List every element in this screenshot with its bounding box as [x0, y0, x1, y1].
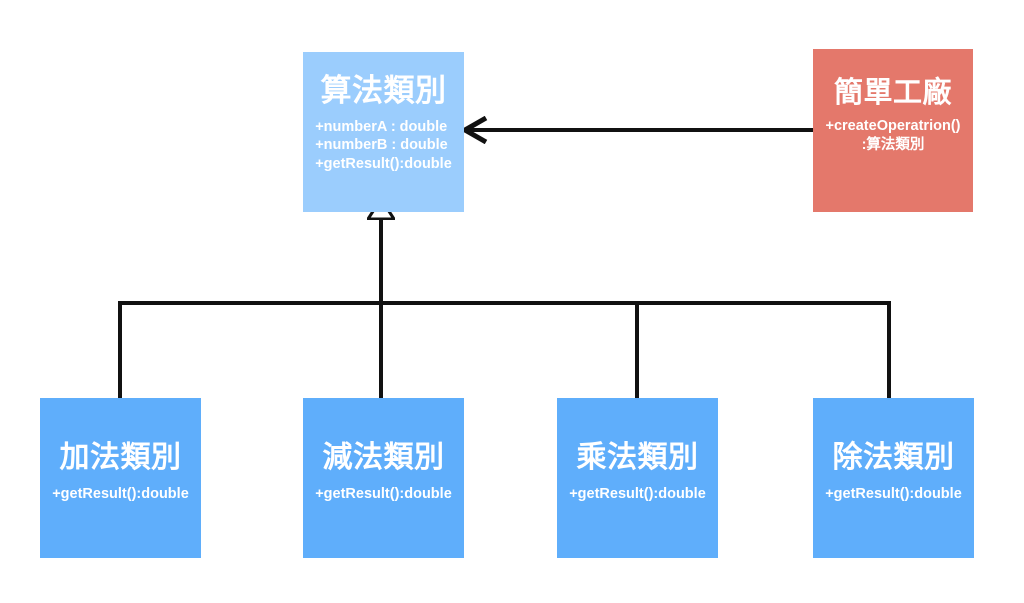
class-title-multiplication: 乘法類別	[576, 441, 699, 474]
class-members-multiplication: +getResult():double	[569, 485, 706, 504]
class-member: +getResult():double	[825, 485, 962, 502]
generalization-bus-line	[118, 301, 891, 305]
class-member: +getResult():double	[52, 485, 189, 502]
class-member: +getResult():double	[315, 485, 452, 502]
connector-factory-to-base	[470, 128, 815, 132]
connector-bus-to-base	[379, 218, 383, 303]
connector-multiplication-to-bus	[635, 301, 639, 399]
connector-addition-to-bus	[118, 301, 122, 399]
class-members-addition: +getResult():double	[52, 485, 189, 504]
class-member: +numberB : double	[315, 137, 448, 154]
class-member: +getResult():double	[569, 485, 706, 502]
class-box-subtraction[interactable]: 減法類別 +getResult():double	[303, 398, 464, 558]
class-member: +numberA : double	[315, 118, 448, 135]
class-member: +getResult():double	[315, 156, 452, 173]
class-title-base: 算法類別	[320, 73, 447, 108]
connector-subtraction-to-bus	[379, 301, 383, 399]
class-title-factory: 簡單工廠	[833, 77, 952, 109]
class-member: :算法類別	[861, 137, 925, 154]
dependency-arrowhead-icon	[462, 116, 488, 144]
class-title-division: 除法類別	[832, 441, 955, 474]
connector-division-to-bus	[887, 301, 891, 399]
class-box-addition[interactable]: 加法類別 +getResult():double	[40, 398, 201, 558]
class-members-division: +getResult():double	[825, 485, 962, 504]
class-title-addition: 加法類別	[59, 441, 182, 474]
class-box-multiplication[interactable]: 乘法類別 +getResult():double	[557, 398, 718, 558]
class-box-base-operation[interactable]: 算法類別 +numberA : double +numberB : double…	[303, 52, 464, 212]
class-box-division[interactable]: 除法類別 +getResult():double	[813, 398, 974, 558]
class-members-base: +numberA : double +numberB : double +get…	[315, 118, 452, 175]
class-members-subtraction: +getResult():double	[315, 485, 452, 504]
class-members-factory: +createOperatrion() :算法類別	[826, 117, 961, 155]
class-box-simple-factory[interactable]: 簡單工廠 +createOperatrion() :算法類別	[813, 49, 973, 212]
class-member: +createOperatrion()	[825, 118, 961, 135]
class-title-subtraction: 減法類別	[322, 441, 445, 474]
